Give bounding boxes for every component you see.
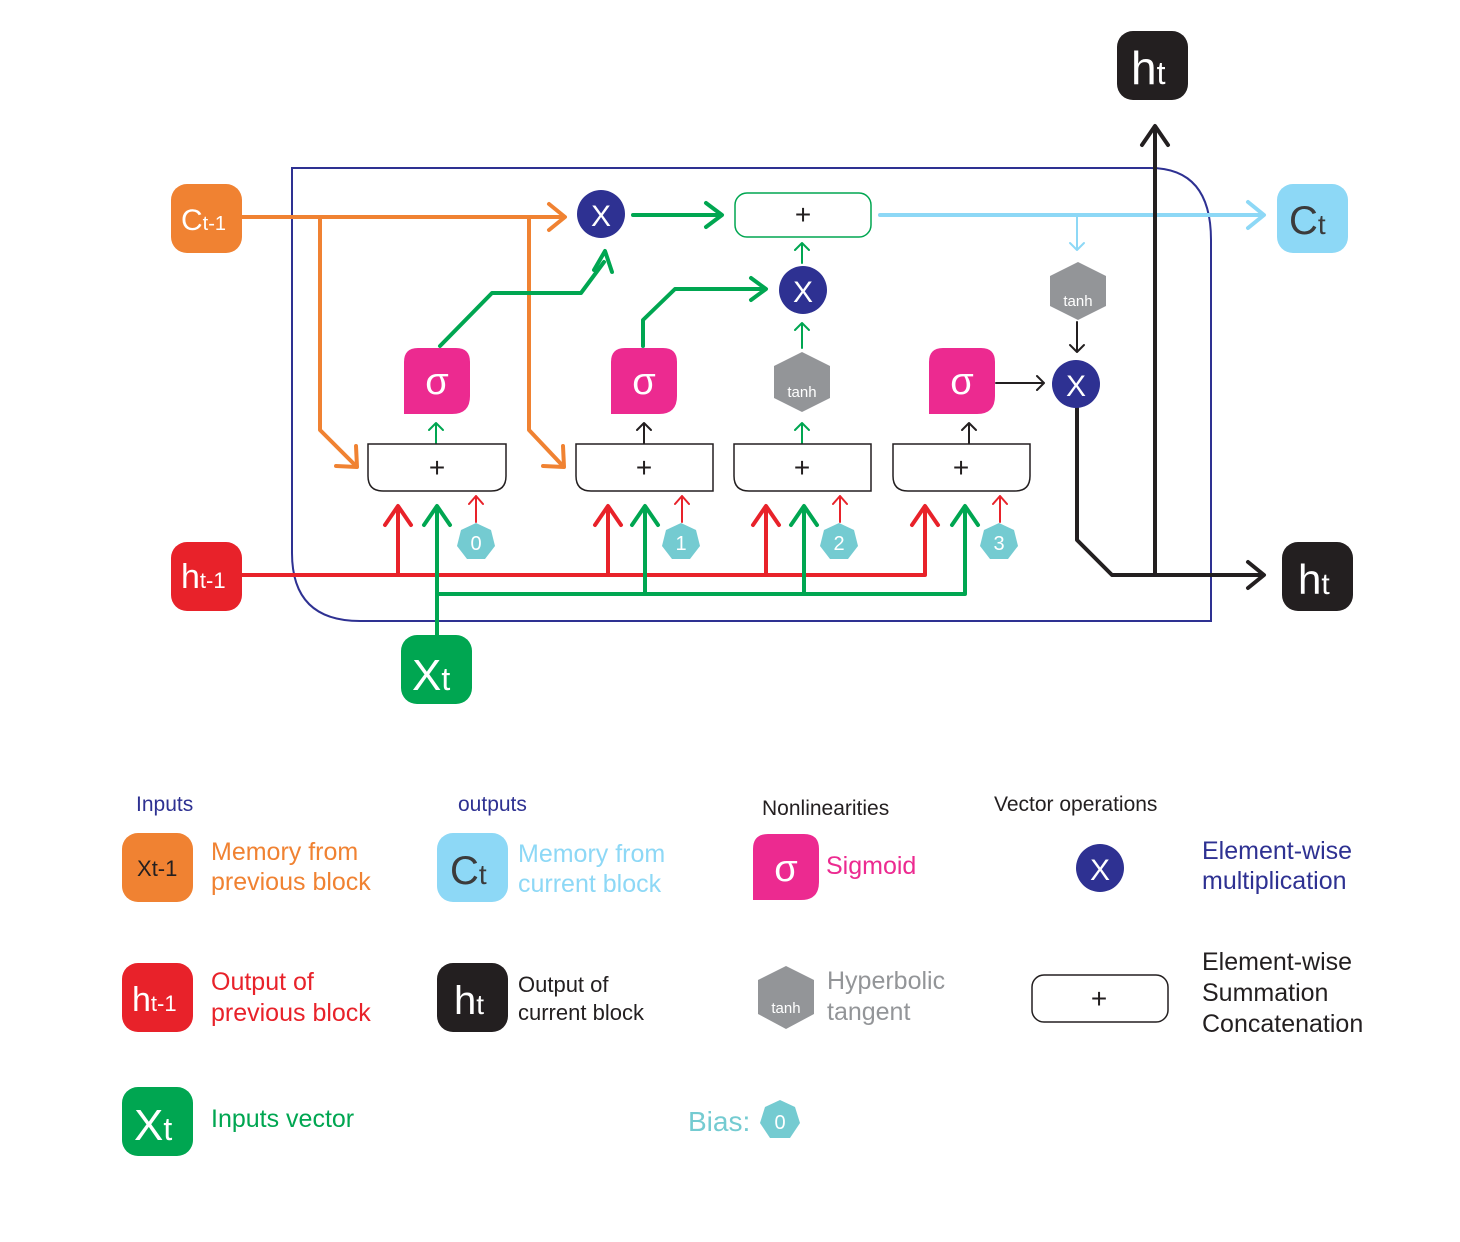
- h-t-node-top: [1117, 31, 1188, 100]
- legend-nonlin-header: Nonlinearities: [762, 797, 889, 820]
- c-prev-label: Ct-1: [181, 204, 226, 237]
- legend-mult-line2: multiplication: [1202, 867, 1347, 895]
- sum-boxes: [367, 443, 1031, 492]
- legend-sum-line3: Concatenation: [1202, 1010, 1363, 1038]
- x-t-node: [401, 635, 472, 704]
- mult-symbol: X: [1066, 370, 1086, 403]
- legend-inputs-header: Inputs: [136, 793, 193, 816]
- bias-arrows: [468, 495, 1008, 523]
- legend-out-prev-line1: Output of: [211, 968, 314, 996]
- legend-mult-line1: Element-wise: [1202, 837, 1352, 865]
- plus-symbol: +: [953, 452, 969, 483]
- legend-out-cur-line2: current block: [518, 1000, 645, 1025]
- h-t-top-label: ht: [1131, 42, 1166, 94]
- legend-bias-icon: [760, 1100, 800, 1138]
- legend-sigmoid-icon-text: σ: [774, 848, 797, 890]
- plus-symbol: +: [794, 452, 810, 483]
- sigmoid-symbol: σ: [425, 361, 448, 403]
- plus-symbol: +: [636, 452, 652, 483]
- legend-mem-cur-icon-text: Ct: [450, 849, 487, 893]
- mult-circles: [577, 190, 1100, 408]
- bias-1: 1: [675, 533, 686, 555]
- sigmoid-blocks: [404, 348, 995, 414]
- h-t-node-right: [1282, 542, 1353, 611]
- h-t-right-label: ht: [1298, 556, 1330, 603]
- legend-mult-icon-text: X: [1090, 854, 1110, 887]
- legend-mem-cur-line2: current block: [518, 870, 662, 898]
- bias-3: 3: [993, 533, 1004, 555]
- legend-tanh-line1: Hyperbolic: [827, 967, 945, 995]
- bias-hexagons: [457, 523, 1018, 559]
- legend-out-prev-line2: previous block: [211, 999, 371, 1027]
- tanh-label: tanh: [787, 384, 816, 401]
- legend-mem-cur-icon: [437, 833, 508, 902]
- legend-sigmoid-label: Sigmoid: [826, 852, 916, 880]
- legend-out-cur-line1: Output of: [518, 972, 609, 997]
- output-cur-lines: [1075, 124, 1266, 590]
- legend-inputs-icon: [122, 1087, 193, 1156]
- sigmoid-symbol: σ: [632, 361, 655, 403]
- sigmoid-symbol: σ: [950, 361, 973, 403]
- gate-lines: [438, 201, 768, 348]
- mult-symbol: X: [591, 200, 611, 233]
- legend-bias-icon-text: 0: [774, 1112, 785, 1134]
- legend-sum-icon: [1031, 974, 1169, 1023]
- plus-symbol: +: [429, 452, 445, 483]
- lstm-cell-frame: [291, 167, 1212, 622]
- legend-sum-line2: Summation: [1202, 979, 1328, 1007]
- legend-bias-label: Bias:: [688, 1106, 750, 1137]
- c-t-node: [1277, 184, 1348, 253]
- legend: Inputs outputs Nonlinearities Vector ope…: [122, 793, 1363, 1156]
- c-prev-node: [171, 184, 242, 253]
- legend-mult-icon: [1076, 844, 1124, 892]
- legend-vecops-header: Vector operations: [994, 793, 1157, 816]
- h-prev-label: ht-1: [181, 558, 226, 596]
- bias-0: 0: [470, 533, 481, 555]
- legend-tanh-line2: tangent: [827, 998, 910, 1026]
- legend-mem-prev-line1: Memory from: [211, 838, 358, 866]
- legend-tanh-icon: [758, 966, 814, 1029]
- input-lines: [422, 504, 980, 638]
- legend-mem-cur-line1: Memory from: [518, 840, 665, 868]
- plus-symbol: +: [795, 199, 811, 230]
- legend-out-cur-icon-text: ht: [454, 979, 484, 1023]
- x-t-label: Xt: [412, 651, 450, 700]
- c-t-label: Ct: [1289, 199, 1326, 243]
- legend-inputs-icon-text: Xt: [134, 1101, 172, 1150]
- legend-mem-prev-icon: [122, 833, 193, 902]
- legend-out-cur-icon: [437, 963, 508, 1032]
- h-prev-node: [171, 542, 242, 611]
- legend-out-prev-icon: [122, 963, 193, 1032]
- legend-mem-prev-line2: previous block: [211, 868, 371, 896]
- legend-inputs-label: Inputs vector: [211, 1105, 354, 1133]
- tanh-label: tanh: [1063, 293, 1092, 310]
- legend-sum-icon-text: +: [1091, 983, 1107, 1014]
- bias-2: 2: [833, 533, 844, 555]
- legend-outputs-header: outputs: [458, 793, 527, 816]
- output-prev-lines: [238, 504, 940, 577]
- legend-sum-line1: Element-wise: [1202, 948, 1352, 976]
- tanh-hexagons: [774, 262, 1106, 412]
- legend-out-prev-icon-text: ht-1: [132, 981, 177, 1019]
- legend-mem-prev-icon-text: Xt-1: [137, 856, 177, 881]
- thin-arrows: [428, 242, 810, 444]
- legend-tanh-icon-text: tanh: [771, 1000, 800, 1017]
- legend-sigmoid-icon: [753, 834, 819, 900]
- mult-symbol: X: [793, 276, 813, 309]
- memory-cur-lines: [878, 200, 1266, 230]
- thin-black-arrows: [636, 321, 1085, 444]
- memory-prev-lines: [238, 202, 567, 469]
- cell-sum-box: [734, 192, 872, 238]
